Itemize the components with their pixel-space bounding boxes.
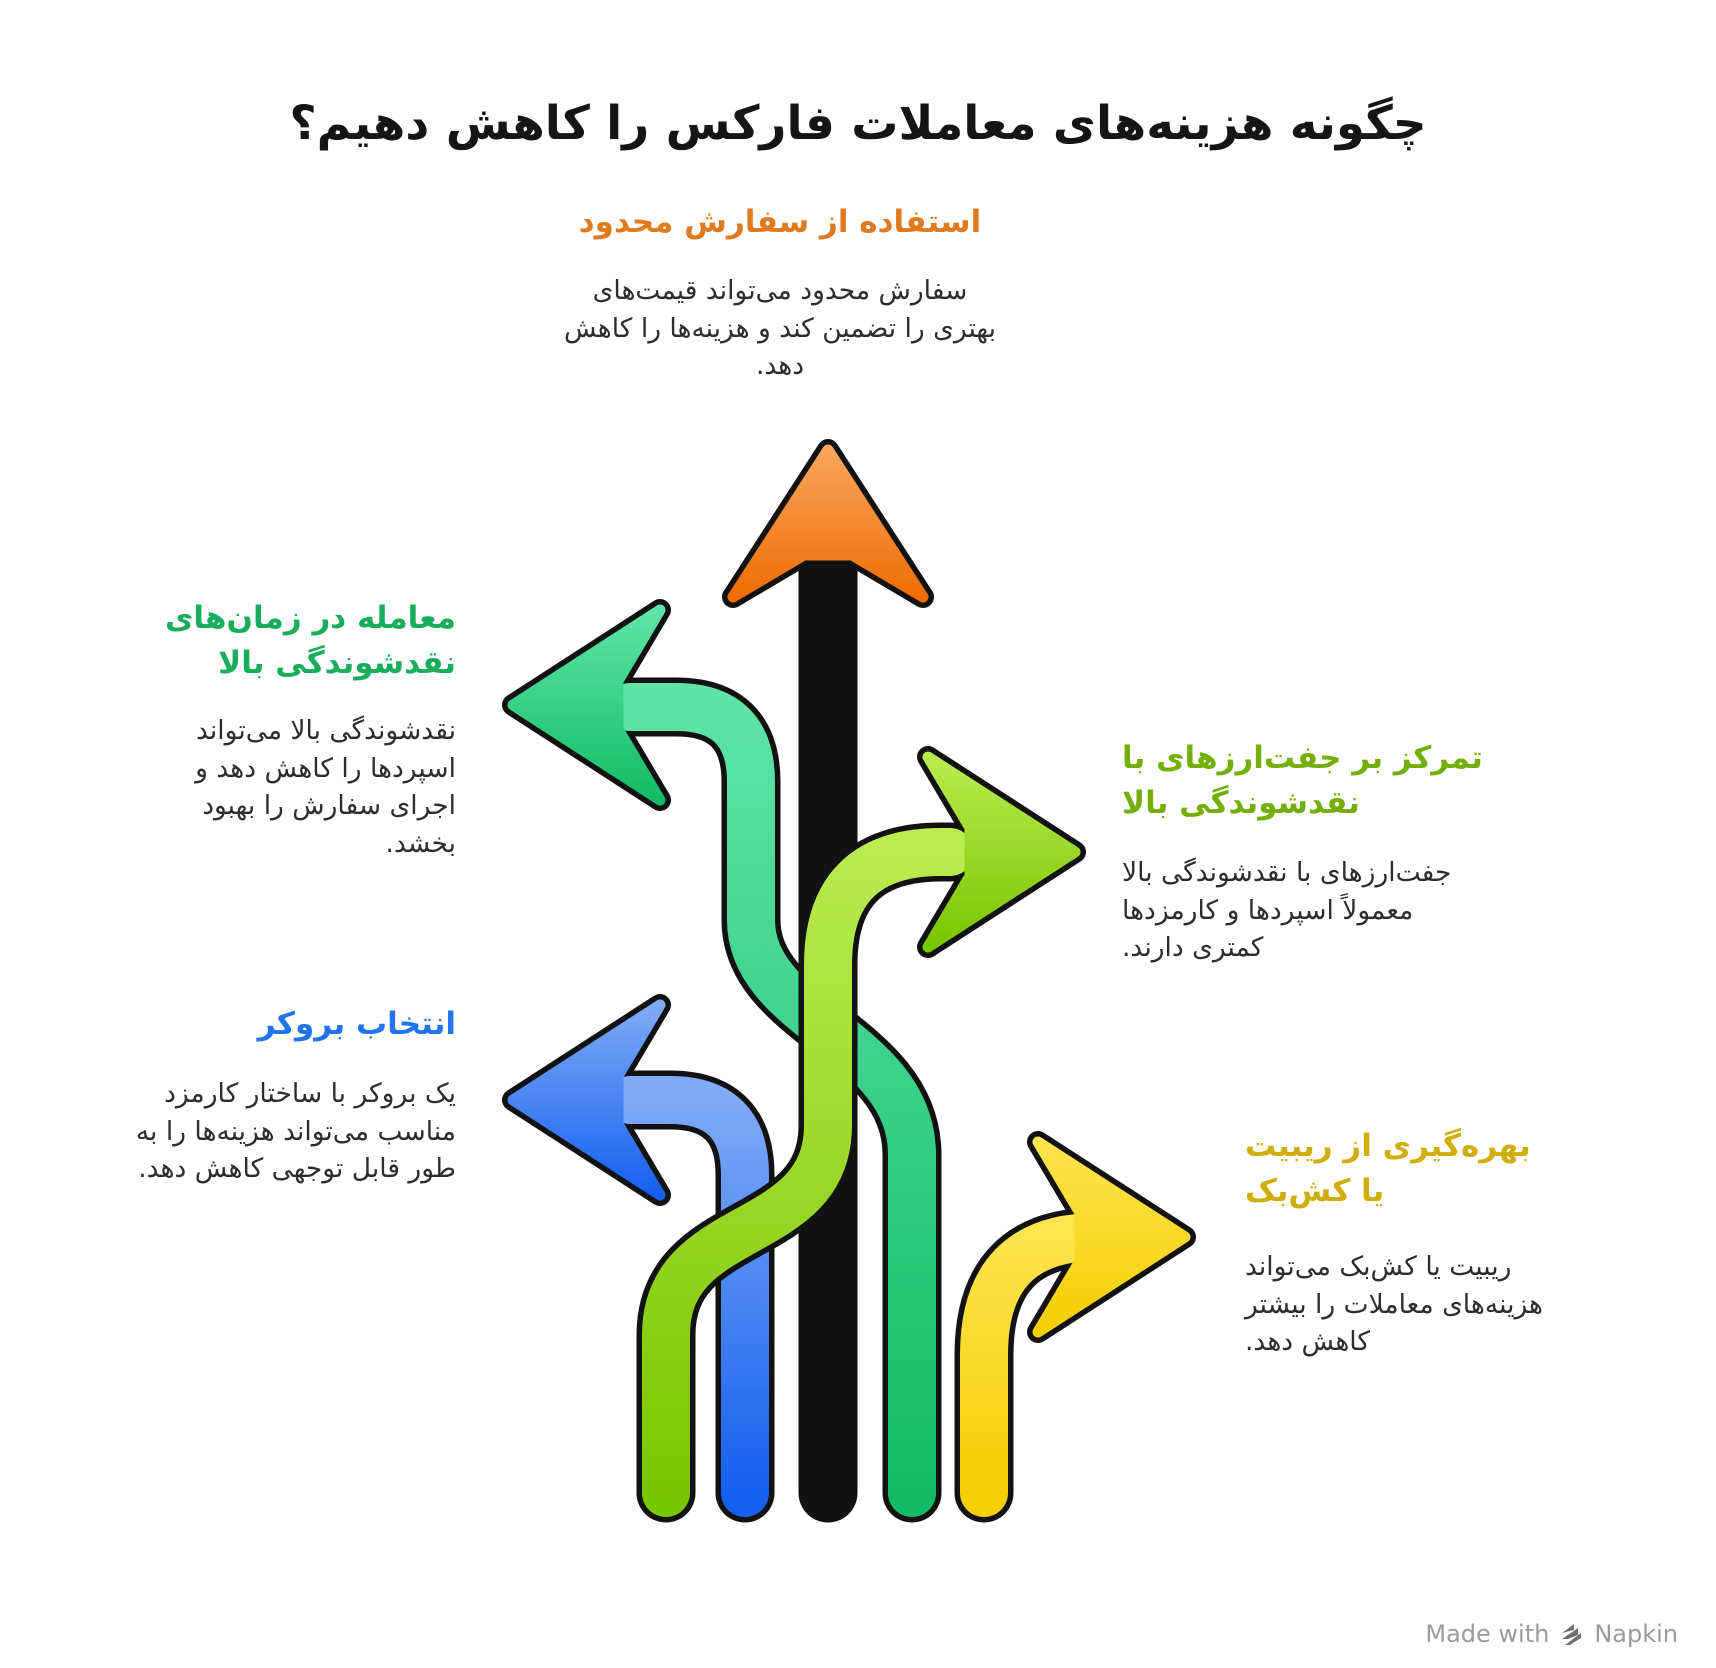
section-broker-choice-body: یک بروکر با ساختار کارمزد مناسب می‌تواند… bbox=[135, 1078, 456, 1184]
arrow-green-left bbox=[502, 599, 942, 1523]
section-broker-choice-heading: انتخاب بروکر bbox=[257, 1006, 456, 1042]
section-liquid-pairs-heading: تمرکز بر جفت‌ارزهای با نقدشوندگی بالا bbox=[1122, 740, 1483, 821]
section-limit-orders-heading: استفاده از سفارش محدود bbox=[578, 204, 982, 240]
arrow-green-shaft bbox=[606, 683, 936, 1517]
section-rebates-cashback-body: ریبیت یا کش‌بک می‌تواند هزینه‌های معاملا… bbox=[1245, 1251, 1544, 1357]
section-rebates-cashback: بهره‌گیری از ریبیت یا کش‌بک ریبیت یا کش‌… bbox=[1245, 1124, 1557, 1361]
napkin-logo-icon bbox=[1562, 1623, 1582, 1645]
section-high-liquidity-times-body: نقدشوندگی بالا می‌تواند اسپردها را کاهش … bbox=[195, 715, 456, 859]
arrow-green-head bbox=[507, 604, 666, 806]
arrow-yellow-right bbox=[954, 1131, 1196, 1523]
section-high-liquidity-times-heading: معامله در زمان‌های نقدشوندگی بالا bbox=[164, 600, 456, 681]
made-with-label: Made with bbox=[1425, 1620, 1550, 1648]
arrow-blue-shaft bbox=[606, 1076, 769, 1517]
arrow-lime-head bbox=[922, 751, 1081, 953]
arrow-yellow-head bbox=[1032, 1136, 1191, 1338]
arrow-blue-head bbox=[507, 999, 666, 1201]
napkin-brand-label: Napkin bbox=[1594, 1620, 1678, 1648]
section-high-liquidity-times: معامله در زمان‌های نقدشوندگی بالا نقدشون… bbox=[130, 596, 456, 862]
arrow-lime-shaft bbox=[642, 828, 974, 1517]
page-title: چگونه هزینه‌های معاملات فارکس را کاهش ده… bbox=[289, 96, 1427, 151]
arrow-lime-right bbox=[636, 746, 1086, 1523]
section-liquid-pairs-body: جفت‌ارزهای با نقدشوندگی بالا معمولاً اسپ… bbox=[1122, 857, 1452, 963]
made-with-napkin-credit[interactable]: Made with Napkin bbox=[1425, 1620, 1678, 1648]
section-rebates-cashback-heading: بهره‌گیری از ریبیت یا کش‌بک bbox=[1245, 1128, 1531, 1209]
section-liquid-pairs: تمرکز بر جفت‌ارزهای با نقدشوندگی بالا جف… bbox=[1122, 736, 1490, 967]
section-limit-orders: استفاده از سفارش محدود سفارش محدود می‌تو… bbox=[560, 200, 1000, 385]
section-broker-choice: انتخاب بروکر یک بروکر با ساختار کارمزد م… bbox=[126, 1002, 456, 1188]
section-limit-orders-body: سفارش محدود می‌تواند قیمت‌های بهتری را ت… bbox=[563, 275, 997, 381]
arrow-yellow-shaft bbox=[960, 1213, 1121, 1517]
arrow-blue-left bbox=[502, 994, 775, 1523]
arrow-orange-head bbox=[727, 444, 929, 603]
